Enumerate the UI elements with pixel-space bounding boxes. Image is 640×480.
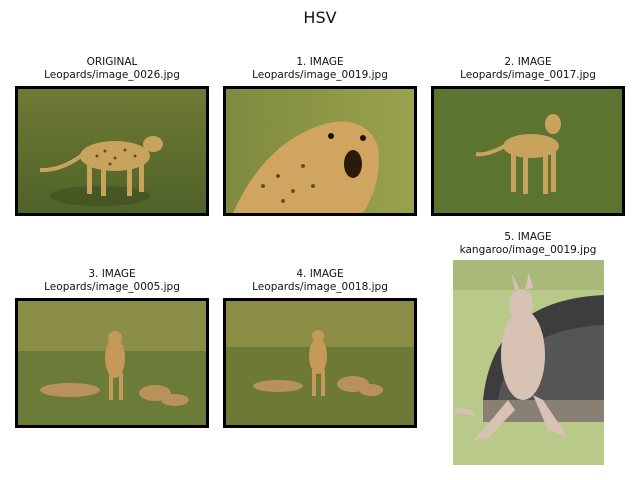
panel-path: Leopards/image_0019.jpg: [252, 69, 388, 81]
cubs-lying-shape: [253, 376, 383, 396]
image-result-4: [223, 298, 417, 428]
image-result-2: [431, 86, 625, 216]
panel-path: Leopards/image_0005.jpg: [44, 281, 180, 293]
panel-label: 1. IMAGE: [296, 56, 344, 68]
cheetah-shape: [475, 114, 561, 194]
panel-path: kangaroo/image_0019.jpg: [459, 244, 597, 256]
panel-label: 3. IMAGE: [88, 268, 136, 280]
panel-label: ORIGINAL: [86, 56, 138, 68]
cubs-lying-shape: [40, 383, 189, 406]
image-result-3: [15, 298, 209, 428]
panel-caption-2: 2. IMAGE Leopards/image_0017.jpg: [428, 56, 628, 82]
panel-caption-3: 3. IMAGE Leopards/image_0005.jpg: [12, 268, 212, 294]
image-original: [15, 86, 209, 216]
panel-path: Leopards/image_0018.jpg: [252, 281, 388, 293]
figure-title: HSV: [303, 8, 337, 27]
panel-caption-4: 4. IMAGE Leopards/image_0018.jpg: [220, 268, 420, 294]
panel-label: 5. IMAGE: [504, 231, 552, 243]
cheetah-standing-shape: [105, 331, 125, 400]
cheetah-standing-shape: [309, 330, 327, 396]
image-result-1: [223, 86, 417, 216]
cheetah-shape: [39, 136, 163, 196]
panel-caption-5: 5. IMAGE kangaroo/image_0019.jpg: [428, 231, 628, 257]
panel-path: Leopards/image_0017.jpg: [460, 69, 596, 81]
panel-caption-1: 1. IMAGE Leopards/image_0019.jpg: [220, 56, 420, 82]
cheetah-face-shape: [233, 121, 379, 213]
panel-label: 4. IMAGE: [296, 268, 344, 280]
image-result-5: [453, 260, 604, 465]
kangaroo-shape: [453, 272, 568, 440]
panel-label: 2. IMAGE: [504, 56, 552, 68]
panel-caption-original: ORIGINAL Leopards/image_0026.jpg: [12, 56, 212, 82]
panel-path: Leopards/image_0026.jpg: [44, 69, 180, 81]
